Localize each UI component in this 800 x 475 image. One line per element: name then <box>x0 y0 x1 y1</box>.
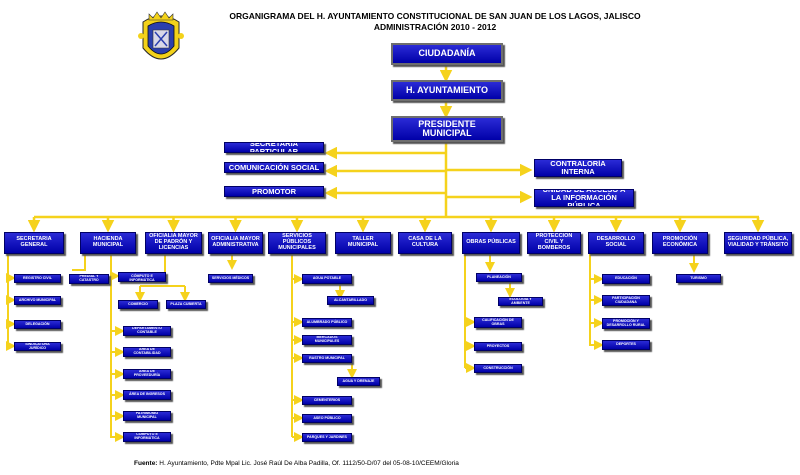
source-footer: Fuente: H. Ayuntamiento, Pdte Mpal Lic. … <box>134 460 459 467</box>
comunicacion-social-box: COMUNICACIÓN SOCIAL <box>224 162 324 173</box>
sub-unit: CÓMPUTO E INFORMÁTICA <box>123 432 171 442</box>
sub-unit: ALUMBRADO PÚBLICO <box>302 318 352 327</box>
sub-unit: ALCANTARILLADO <box>327 296 374 305</box>
footer-label: Fuente: <box>134 460 158 467</box>
dept-casa-cultura: CASA DE LA CULTURA <box>398 232 452 254</box>
ciudadania-box: CIUDADANÍA <box>391 43 503 65</box>
dept-taller-municipal: TALLER MUNICIPAL <box>335 232 391 254</box>
sub-unit: PLANEACIÓN <box>476 273 522 282</box>
sub-unit: DEPORTES <box>602 340 650 350</box>
sub-unit: DELEGACIÓN <box>14 320 61 329</box>
dept-seguridad-publica: SEGURIDAD PÚBLICA, VIALIDAD Y TRÁNSITO <box>724 232 792 254</box>
sub-unit: CEMENTERIOS <box>302 396 352 405</box>
dept-hacienda-municipal: HACIENDA MUNICIPAL <box>80 232 136 254</box>
sub-unit: CALIFICACIÓN DE OBRAS <box>474 317 522 328</box>
dept-proteccion-civil: PROTECCIÓN CIVIL Y BOMBEROS <box>527 232 581 254</box>
sub-unit: PROYECTOS <box>474 342 522 351</box>
contraloria-box: CONTRALORÍA INTERNA <box>534 159 622 177</box>
dept-promocion-economica: PROMOCIÓN ECONÓMICA <box>652 232 708 254</box>
footer-text: H. Ayuntamiento, Pdte Mpal Lic. José Raú… <box>157 460 459 467</box>
sub-unit: ARCHIVO MUNICIPAL <box>14 296 61 305</box>
sub-unit: COMERCIO <box>118 300 158 309</box>
sub-unit: PLAZA CUBIERTA <box>166 300 206 309</box>
sub-unit: AGUA POTABLE <box>302 274 352 284</box>
presidente-box: PRESIDENTE MUNICIPAL <box>391 116 503 142</box>
sub-unit: ÁREA DE INGRESOS <box>123 390 171 400</box>
secretaria-particular-box: SECRETARIA PARTICULAR <box>224 142 324 153</box>
sub-unit: PARQUES Y JARDINES <box>302 433 352 442</box>
sub-unit: RASTRO MUNICIPAL <box>302 354 352 363</box>
sub-unit: SINDICATURA JURÍDICO <box>14 342 61 351</box>
sub-unit: DEPARTAMENTO CONTABLE <box>123 326 171 336</box>
sub-unit: PROMOCIÓN Y DESARROLLO RURAL <box>602 318 650 329</box>
dept-oficialia-padron: OFICIALIA MAYOR DE PADRÓN Y LICENCIAS <box>145 232 202 254</box>
sub-unit: PATRIMONIO MUNICIPAL <box>123 411 171 421</box>
sub-unit: PARTICIPACIÓN CIUDADANA <box>602 295 650 306</box>
chart-subtitle: ADMINISTRACIÓN 2010 - 2012 <box>373 22 497 32</box>
sub-unit: ASEO PÚBLICO <box>302 414 352 423</box>
chart-title: ORGANIGRAMA DEL H. AYUNTAMIENTO CONSTITU… <box>229 11 641 21</box>
dept-obras-publicas: OBRAS PÚBLICAS <box>462 232 520 254</box>
sub-unit: DEPARTAMENTO CÓMPUTO E INFORMÁTICA <box>118 272 166 282</box>
sub-unit: REGISTRO CIVIL <box>14 274 61 283</box>
dept-desarrollo-social: DESARROLLO SOCIAL <box>588 232 644 254</box>
promotor-box: PROMOTOR <box>224 186 324 197</box>
sub-unit: PREDIAL Y CATASTRO <box>69 274 109 284</box>
dept-servicios-publicos: SERVICIOS PÚBLICOS MUNICIPALES <box>268 232 326 254</box>
dept-oficialia-administrativa: OFICIALIA MAYOR ADMINISTRATIVA <box>208 232 263 254</box>
dept-secretaria-general: SECRETARIA GENERAL <box>4 232 64 254</box>
sub-unit: ÁREA DE CONTABILIDAD <box>123 347 171 357</box>
unidad-acceso-box: UNIDAD DE ACCESO A LA INFORMACIÓN PÚBLIC… <box>534 189 634 207</box>
sub-unit: ECOLOGÍA Y AMBIENTE <box>498 297 543 306</box>
sub-unit: ÁREA DE PROVEEDURÍA <box>123 369 171 379</box>
sub-unit: CONSTRUCCIÓN <box>474 364 522 373</box>
sub-unit: MERCADOS MUNICIPALES <box>302 335 352 345</box>
sub-unit: SERVICIOS MÉDICOS <box>208 274 253 283</box>
sub-unit: TURISMO <box>676 274 721 283</box>
ayuntamiento-box: H. AYUNTAMIENTO <box>391 80 503 101</box>
sub-unit: AGUA Y DRENAJE <box>337 377 380 386</box>
municipal-seal-icon <box>138 11 184 60</box>
sub-unit: EDUCACIÓN <box>602 274 650 284</box>
